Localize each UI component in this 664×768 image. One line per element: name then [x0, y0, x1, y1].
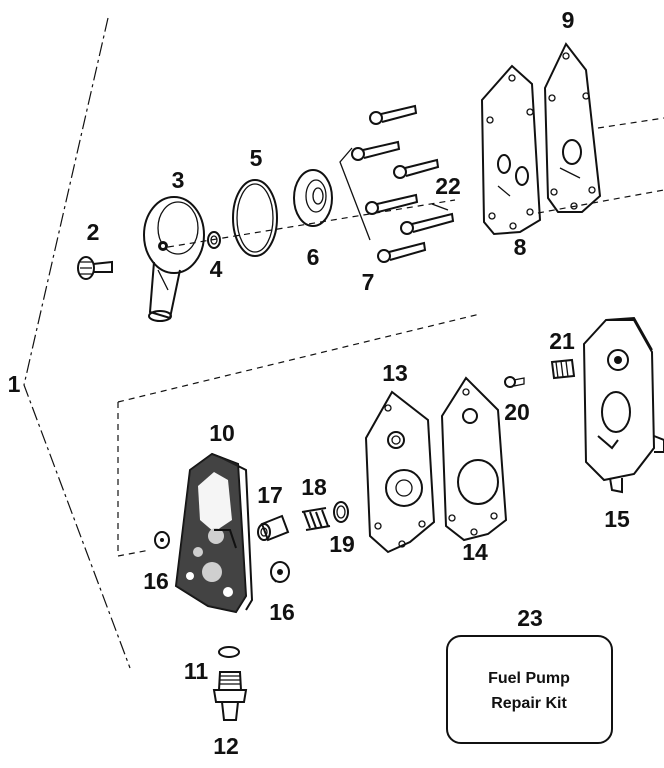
part-17-sleeve [257, 514, 290, 542]
callout-23: 23 [517, 605, 543, 631]
part-3-cover [143, 196, 205, 322]
part-4-washer [207, 231, 221, 249]
callout-22: 22 [435, 173, 461, 199]
callout-18: 18 [301, 474, 327, 500]
screw-f [377, 241, 427, 263]
callout-4: 4 [210, 256, 223, 282]
callout-20: 20 [504, 399, 530, 425]
callout-12: 12 [213, 733, 239, 759]
callout-16a: 16 [143, 568, 169, 594]
callout-17: 17 [257, 482, 283, 508]
part-7-screws [339, 104, 455, 263]
part-12-fitting [212, 671, 248, 721]
part-19-ring [333, 501, 349, 523]
callout-11: 11 [184, 658, 209, 684]
assembly-bracket-line [23, 17, 131, 669]
callout-15: 15 [604, 506, 630, 532]
callout-13: 13 [382, 360, 408, 386]
part-5-o-ring [232, 179, 278, 257]
perspective-dashed-lines [117, 117, 664, 557]
part-2-screw [77, 256, 113, 280]
callout-1: 1 [8, 371, 21, 397]
callout-2: 2 [87, 219, 100, 245]
repair-kit-line-2: Repair Kit [491, 695, 567, 712]
part-10-pump-body [174, 452, 254, 614]
part-9-plate [543, 42, 602, 213]
part-13-gasket [364, 390, 436, 554]
part-11-o-ring [218, 646, 240, 658]
part-14-gasket [440, 376, 508, 542]
part-16a-disc [154, 531, 170, 549]
callout-21: 21 [549, 328, 575, 354]
callout-3: 3 [172, 167, 185, 193]
callout-10: 10 [209, 420, 235, 446]
callout-6: 6 [307, 244, 320, 270]
part-21-spring-roll [550, 358, 576, 380]
part-8-plate [480, 64, 542, 236]
part-15-housing [582, 316, 664, 494]
callout-labels: 1 2 3 4 5 6 7 8 9 10 11 12 13 14 15 16 1… [8, 7, 630, 759]
part-6-diaphragm [293, 169, 333, 227]
screw-d [365, 193, 419, 215]
callout-9: 9 [562, 7, 575, 33]
callout-16b: 16 [269, 599, 295, 625]
screw-b [351, 140, 401, 161]
callout-8: 8 [514, 234, 527, 260]
callout-19: 19 [329, 531, 355, 557]
repair-kit-box: Fuel Pump Repair Kit [446, 635, 613, 744]
screw-e [400, 212, 455, 235]
screw-a [369, 104, 418, 125]
callout-5: 5 [250, 145, 263, 171]
screw-c [393, 158, 440, 179]
callout-14: 14 [462, 539, 488, 565]
callout-7: 7 [362, 269, 375, 295]
repair-kit-line-1: Fuel Pump [488, 670, 570, 687]
part-18-spring [301, 507, 331, 531]
part-16b-disc [270, 561, 290, 583]
part-20-pin [504, 376, 525, 388]
